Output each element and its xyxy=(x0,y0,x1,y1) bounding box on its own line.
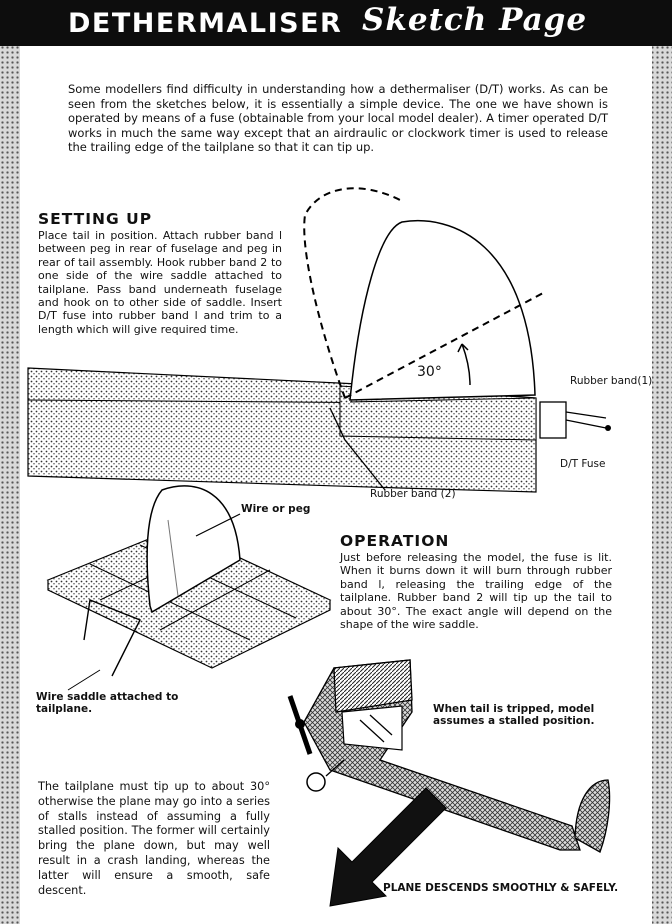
header-script-title: Sketch Page xyxy=(362,2,588,38)
descent-caption: PLANE DESCENDS SMOOTHLY & SAFELY. xyxy=(383,882,619,894)
operation-text: Just before releasing the model, the fus… xyxy=(340,551,612,632)
wire-saddle-label: Wire saddle attached to tailplane. xyxy=(36,691,179,715)
setting-up-heading: SETTING UP xyxy=(38,210,153,228)
tailplane-illustration xyxy=(27,187,611,493)
closing-paragraph: The tailplane must tip up to about 30° o… xyxy=(38,780,270,897)
descent-arrow-icon xyxy=(329,787,447,907)
dt-fuse-label: D/T Fuse xyxy=(560,458,606,470)
wire-or-peg-label: Wire or peg xyxy=(241,503,311,515)
operation-heading: OPERATION xyxy=(340,532,450,550)
setting-up-text: Place tail in position. Attach rubber ba… xyxy=(38,229,282,336)
rubber-band-1-label: Rubber band(1) xyxy=(570,375,653,387)
page-header: DETHERMALISER Sketch Page xyxy=(0,0,672,46)
saddle-illustration xyxy=(46,485,332,691)
stall-caption: When tail is tripped, model assumes a st… xyxy=(433,703,595,727)
stalled-model-illustration xyxy=(287,659,611,853)
rubber-band-2-label: Rubber band (2) xyxy=(370,488,456,500)
angle-label: 30° xyxy=(417,364,442,380)
intro-paragraph: Some modellers find difficulty in unders… xyxy=(68,82,608,154)
header-title: DETHERMALISER xyxy=(68,8,343,39)
